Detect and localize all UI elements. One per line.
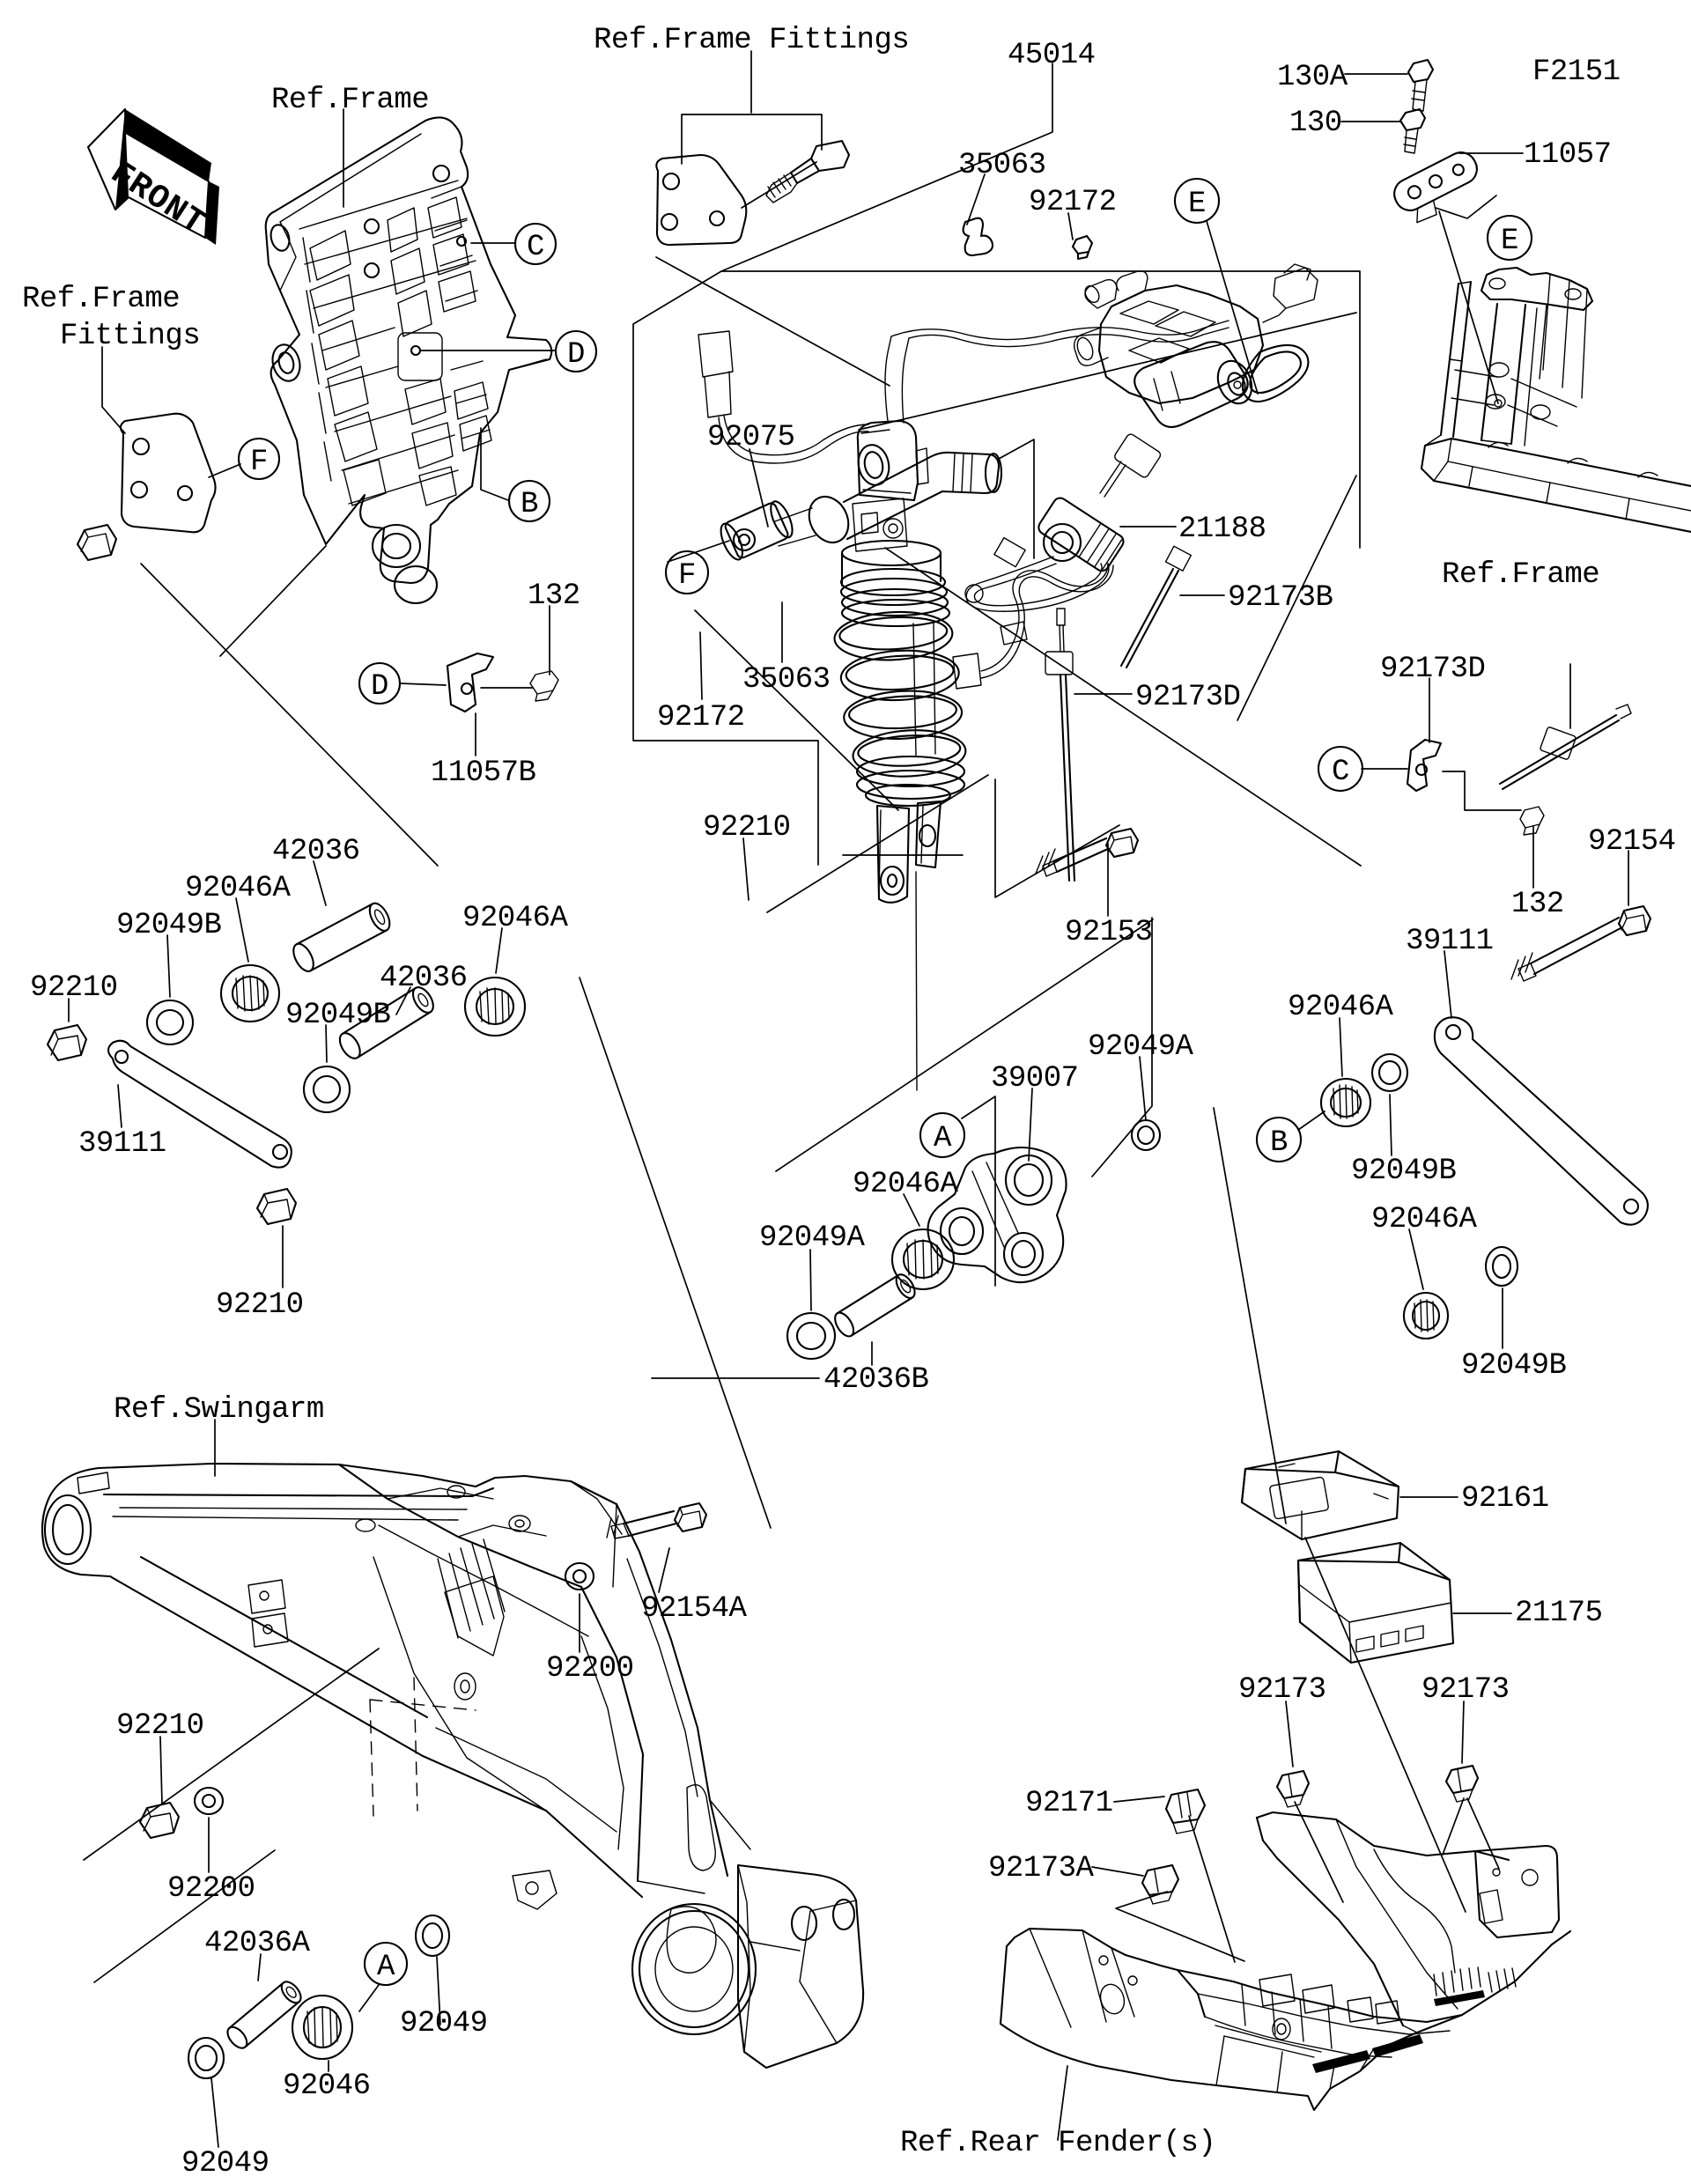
svg-text:39111: 39111 bbox=[78, 1127, 166, 1161]
svg-text:132: 132 bbox=[528, 579, 580, 613]
svg-text:39111: 39111 bbox=[1406, 925, 1494, 958]
svg-text:D: D bbox=[371, 670, 388, 704]
svg-text:E: E bbox=[1188, 188, 1206, 221]
svg-text:42036: 42036 bbox=[272, 835, 360, 868]
svg-text:92210: 92210 bbox=[30, 971, 118, 1005]
svg-text:92153: 92153 bbox=[1065, 916, 1153, 949]
svg-text:92049: 92049 bbox=[181, 2147, 270, 2180]
svg-text:Ref.Frame: Ref.Frame bbox=[1442, 558, 1599, 592]
svg-text:Ref.Frame: Ref.Frame bbox=[22, 283, 180, 316]
svg-text:E: E bbox=[1501, 225, 1518, 258]
svg-text:92046: 92046 bbox=[283, 2070, 371, 2103]
svg-text:F: F bbox=[678, 559, 696, 593]
svg-text:92173A: 92173A bbox=[988, 1852, 1095, 1885]
svg-text:92172: 92172 bbox=[657, 701, 745, 734]
svg-text:B: B bbox=[521, 488, 538, 521]
svg-text:Ref.Swingarm: Ref.Swingarm bbox=[114, 1393, 324, 1427]
svg-text:92171: 92171 bbox=[1025, 1787, 1113, 1820]
svg-text:39007: 39007 bbox=[991, 1062, 1079, 1096]
svg-text:A: A bbox=[377, 1951, 395, 1984]
svg-text:92049B: 92049B bbox=[285, 999, 391, 1032]
svg-text:D: D bbox=[567, 338, 585, 372]
svg-text:45014: 45014 bbox=[1008, 39, 1096, 72]
svg-text:42036A: 42036A bbox=[204, 1927, 311, 1960]
svg-text:Ref.Rear Fender(s): Ref.Rear Fender(s) bbox=[900, 2127, 1215, 2160]
svg-text:Ref.Frame: Ref.Frame bbox=[271, 84, 429, 117]
svg-text:92200: 92200 bbox=[167, 1872, 255, 1906]
svg-text:11057: 11057 bbox=[1524, 138, 1612, 172]
svg-text:A: A bbox=[934, 1122, 952, 1155]
svg-text:92161: 92161 bbox=[1461, 1482, 1549, 1516]
svg-text:11057B: 11057B bbox=[431, 756, 536, 790]
svg-text:92049B: 92049B bbox=[1461, 1349, 1567, 1383]
svg-text:92173D: 92173D bbox=[1135, 681, 1240, 714]
svg-text:42036B: 42036B bbox=[823, 1363, 929, 1397]
svg-text:92049B: 92049B bbox=[116, 909, 222, 942]
svg-text:92173B: 92173B bbox=[1228, 581, 1333, 615]
svg-text:B: B bbox=[1270, 1126, 1288, 1160]
svg-text:21188: 21188 bbox=[1178, 513, 1266, 546]
svg-text:130A: 130A bbox=[1277, 61, 1348, 94]
svg-text:92046A: 92046A bbox=[1371, 1203, 1478, 1236]
svg-text:92210: 92210 bbox=[216, 1288, 304, 1322]
svg-text:C: C bbox=[527, 231, 544, 264]
svg-text:92173: 92173 bbox=[1421, 1673, 1510, 1707]
svg-text:92046A: 92046A bbox=[185, 872, 292, 905]
svg-text:130: 130 bbox=[1289, 107, 1342, 140]
svg-text:F2151: F2151 bbox=[1532, 55, 1621, 89]
svg-text:92172: 92172 bbox=[1029, 186, 1117, 219]
svg-text:92046A: 92046A bbox=[1288, 991, 1394, 1024]
svg-text:21175: 21175 bbox=[1515, 1597, 1603, 1630]
svg-text:35063: 35063 bbox=[742, 663, 831, 697]
svg-text:92049A: 92049A bbox=[1088, 1030, 1194, 1064]
svg-text:92154: 92154 bbox=[1588, 825, 1676, 859]
svg-text:92049B: 92049B bbox=[1351, 1155, 1457, 1188]
svg-text:F: F bbox=[250, 446, 268, 479]
svg-text:92173D: 92173D bbox=[1380, 653, 1485, 686]
svg-text:92210: 92210 bbox=[703, 811, 791, 845]
svg-text:92046A: 92046A bbox=[462, 902, 569, 935]
svg-text:92049: 92049 bbox=[400, 2007, 488, 2040]
svg-text:92154A: 92154A bbox=[641, 1592, 748, 1626]
svg-text:92075: 92075 bbox=[707, 421, 795, 454]
svg-text:92173: 92173 bbox=[1238, 1673, 1326, 1707]
svg-text:C: C bbox=[1332, 756, 1349, 789]
svg-text:Fittings: Fittings bbox=[60, 320, 200, 353]
svg-text:132: 132 bbox=[1511, 888, 1564, 921]
svg-text:92046A: 92046A bbox=[853, 1168, 959, 1201]
svg-text:92049A: 92049A bbox=[759, 1221, 866, 1255]
